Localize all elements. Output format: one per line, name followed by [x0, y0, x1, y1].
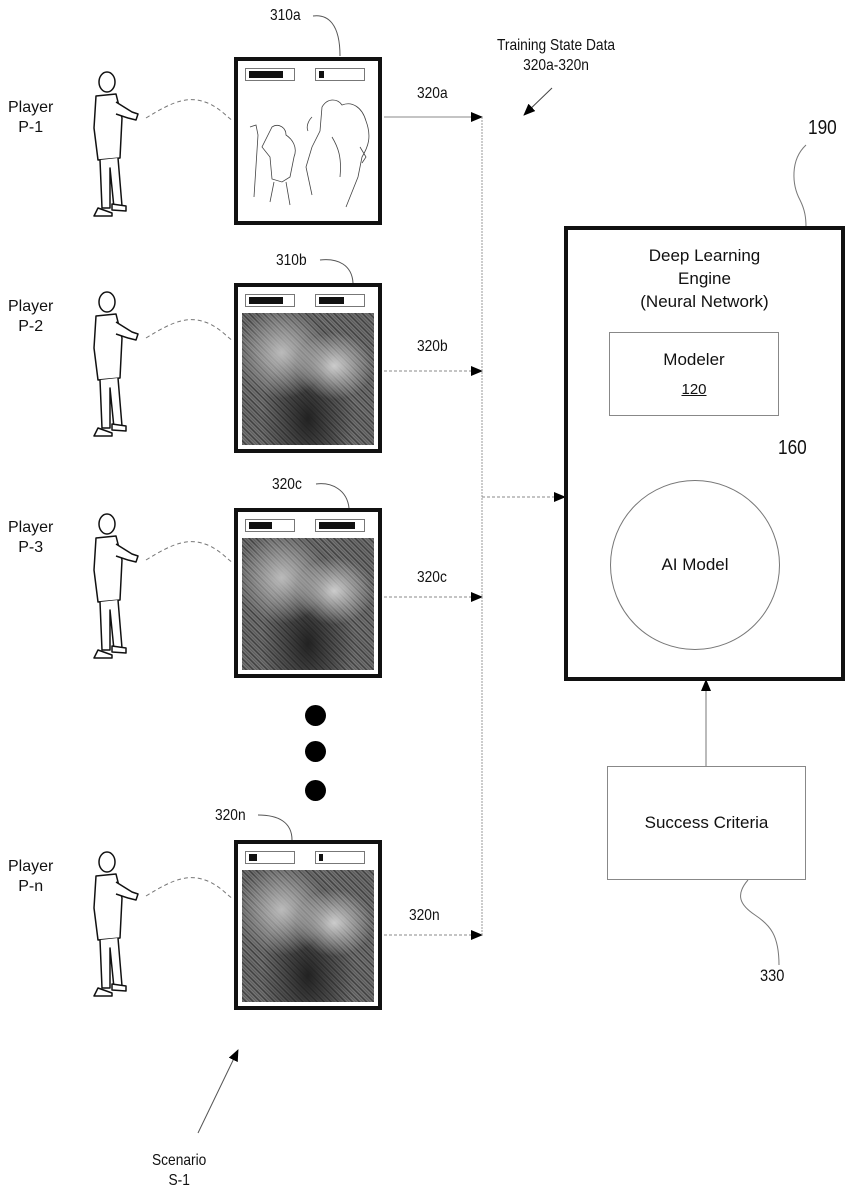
hud-bar-left	[245, 519, 295, 532]
hud-fill	[249, 522, 272, 529]
ellipsis-dot	[305, 780, 326, 801]
game-screen-310a	[234, 57, 382, 225]
leader-310b	[320, 260, 353, 283]
engine-ref-label: 190	[808, 118, 837, 138]
ai-model-label: AI Model	[611, 555, 779, 575]
success-criteria-label: Success Criteria	[608, 813, 805, 833]
hud-bar-left	[245, 294, 295, 307]
game-screen-320c	[234, 508, 382, 678]
player-figure-icon	[80, 510, 140, 660]
screen-ref-label: 320c	[272, 475, 302, 495]
game-scene-image	[242, 538, 374, 670]
scenario-label: Scenario S-1	[152, 1151, 206, 1191]
data-arrow-label: 320n	[409, 906, 440, 926]
data-arrow-label: 320b	[417, 337, 448, 357]
player-figure-icon	[80, 848, 140, 998]
modeler-label: Modeler	[610, 350, 778, 370]
ai-model-ref-label: 160	[778, 438, 807, 458]
leader-190	[794, 145, 806, 227]
game-screen-320n	[234, 840, 382, 1010]
hud-bar-left	[245, 68, 295, 81]
hud-fill	[319, 297, 344, 304]
data-arrow-label: 320a	[417, 84, 448, 104]
success-criteria-box: Success Criteria	[607, 766, 806, 880]
player-link-1	[146, 100, 232, 120]
training-state-label: Training State Data 320a-320n	[497, 36, 615, 76]
screen-ref-label: 320n	[215, 806, 246, 826]
scenario-pointer	[198, 1050, 238, 1133]
success-criteria-ref: 330	[760, 966, 784, 986]
leader-320c	[316, 484, 349, 508]
game-screen-310b	[234, 283, 382, 453]
hud-fill	[249, 854, 257, 861]
leader-330	[741, 880, 779, 965]
training-state-pointer	[524, 88, 552, 115]
data-arrow-label: 320c	[417, 568, 447, 588]
player-link-2	[146, 320, 232, 340]
hud-fill	[319, 522, 355, 529]
leader-320n	[258, 815, 292, 840]
leader-310a	[313, 16, 340, 56]
player-figure-icon	[80, 288, 140, 438]
screen-ref-label: 310a	[270, 6, 301, 26]
hud-bar-right	[315, 68, 365, 81]
ellipsis-dot	[305, 741, 326, 762]
hud-bar-right	[315, 294, 365, 307]
game-scene-image	[242, 870, 374, 1002]
hud-fill	[249, 297, 283, 304]
ai-model-circle: AI Model	[610, 480, 780, 650]
game-scene-line-art	[242, 87, 382, 221]
player-label-2: Player P-2	[8, 297, 53, 337]
hud-fill	[319, 854, 323, 861]
hud-bar-right	[315, 519, 365, 532]
player-label-1: Player P-1	[8, 98, 53, 138]
player-link-3	[146, 542, 232, 562]
hud-fill	[249, 71, 283, 78]
hud-bar-right	[315, 851, 365, 864]
player-label-3: Player P-3	[8, 518, 53, 558]
player-figure-icon	[80, 68, 140, 218]
hud-bar-left	[245, 851, 295, 864]
game-scene-image	[242, 313, 374, 445]
modeler-ref: 120	[610, 380, 778, 400]
hud-fill	[319, 71, 324, 78]
player-link-n	[146, 878, 232, 898]
player-label-n: Player P-n	[8, 857, 53, 897]
screen-ref-label: 310b	[276, 251, 307, 271]
modeler-box: Modeler 120	[609, 332, 779, 416]
engine-title: Deep Learning Engine (Neural Network)	[568, 244, 841, 313]
ellipsis-dot	[305, 705, 326, 726]
